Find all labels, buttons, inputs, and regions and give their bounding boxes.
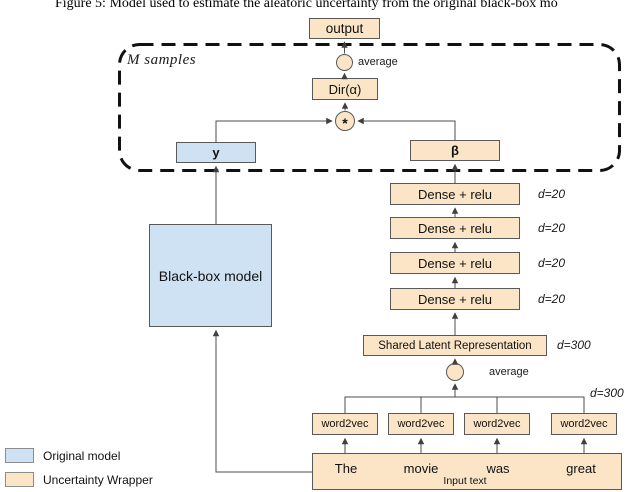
beta-box: β bbox=[410, 140, 500, 161]
shared-latent-box: Shared Latent Representation bbox=[363, 335, 547, 356]
dirichlet-box: Dir(α) bbox=[312, 78, 378, 100]
dense-dim-2: d=20 bbox=[538, 221, 566, 235]
y-box: y bbox=[176, 142, 256, 163]
legend-swatch-uncertainty-wrapper bbox=[5, 472, 34, 487]
word2vec-box-4: word2vec bbox=[551, 413, 617, 435]
average-bottom-label: average bbox=[489, 366, 529, 378]
input-word-1: The bbox=[334, 461, 358, 476]
multiply-node: * bbox=[335, 111, 355, 131]
m-samples-label: M samples bbox=[127, 52, 197, 68]
black-box-model: Black-box model bbox=[149, 224, 272, 327]
input-word-4: great bbox=[566, 461, 596, 476]
dense-relu-box-4: Dense + relu bbox=[390, 288, 520, 310]
dense-dim-4: d=20 bbox=[538, 292, 566, 306]
word2vec-box-3: word2vec bbox=[464, 413, 530, 435]
shared-latent-dim: d=300 bbox=[557, 338, 591, 352]
legend-label-original-model: Original model bbox=[43, 449, 121, 463]
legend-label-uncertainty-wrapper: Uncertainty Wrapper bbox=[43, 473, 153, 487]
input-word-2: movie bbox=[403, 461, 439, 476]
word2vec-box-1: word2vec bbox=[312, 413, 378, 435]
input-word-3: was bbox=[486, 461, 510, 476]
dense-relu-box-1: Dense + relu bbox=[390, 183, 520, 205]
dense-relu-box-2: Dense + relu bbox=[390, 217, 520, 239]
input-text-box: The movie was great Input text bbox=[312, 453, 622, 490]
word2vec-box-2: word2vec bbox=[388, 413, 454, 435]
output-box: output bbox=[309, 18, 380, 39]
dense-dim-3: d=20 bbox=[538, 256, 566, 270]
dense-dim-1: d=20 bbox=[538, 187, 566, 201]
average-node-top bbox=[336, 54, 353, 71]
embedding-dim: d=300 bbox=[590, 386, 624, 400]
average-top-label: average bbox=[358, 56, 398, 68]
input-text-label: Input text bbox=[443, 475, 487, 487]
average-node-bottom bbox=[446, 363, 464, 381]
legend-swatch-original-model bbox=[5, 448, 34, 463]
dense-relu-box-3: Dense + relu bbox=[390, 252, 520, 274]
figure-caption: Figure 5: Model used to estimate the ale… bbox=[55, 0, 558, 11]
